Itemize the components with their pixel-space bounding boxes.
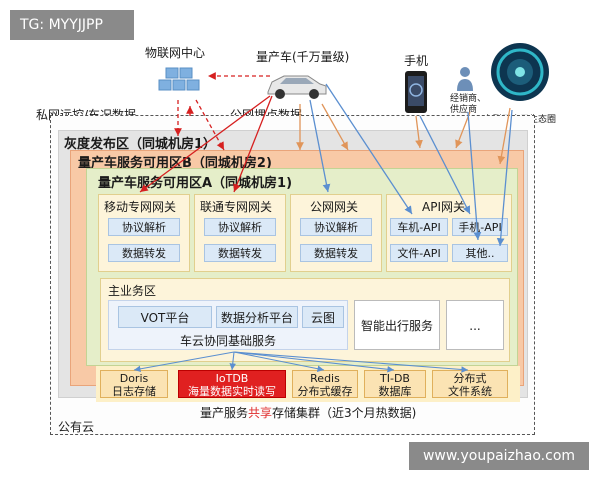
phone-label: 手机	[404, 54, 429, 68]
api-gateway-title: API网关	[422, 200, 465, 214]
zone-b-title: 量产车服务可用区B（同城机房2)	[78, 156, 272, 171]
doris-desc: 日志存储	[112, 385, 156, 398]
watermark-bottom: www.youpaizhao.com	[409, 442, 589, 470]
other-api-chip: 其他..	[452, 244, 508, 262]
ecosystem-icon	[491, 43, 549, 101]
phone-icon	[405, 71, 427, 113]
car-label: 量产车(千万量级)	[256, 50, 350, 64]
watermark-top: TG: MYYJJPP	[10, 10, 134, 40]
tidb-name: TI-DB	[380, 372, 410, 385]
redis-desc: 分布式缓存	[297, 385, 353, 398]
tidb-storage: TI-DB 数据库	[364, 370, 426, 398]
redis-name: Redis	[310, 372, 340, 385]
analysis-platform-chip: 数据分析平台	[216, 306, 298, 328]
public-gateway-title: 公网网关	[310, 200, 359, 214]
mobile-gateway-title: 移动专网网关	[104, 200, 177, 214]
smart-travel-box: 智能出行服务	[354, 300, 440, 350]
storage-cluster-label: 量产服务共享存储集群（近3个月热数据)	[200, 404, 416, 421]
unicom-parse-chip: 协议解析	[204, 218, 276, 236]
storage-cluster-highlight: 共享	[248, 406, 273, 420]
iotdb-name: IoTDB	[215, 372, 249, 385]
more-services-box: ...	[446, 300, 504, 350]
unicom-gateway-title: 联通专网网关	[200, 200, 273, 214]
dfs-desc: 文件系统	[448, 385, 492, 398]
mobile-parse-chip: 协议解析	[108, 218, 180, 236]
iot-center-icon	[158, 67, 200, 91]
gray-zone-title: 灰度发布区（同城机房1）	[64, 137, 217, 152]
iot-center-label: 物联网中心	[145, 46, 206, 60]
dfs-storage: 分布式 文件系统	[432, 370, 508, 398]
iotdb-desc: 海量数据实时读写	[188, 385, 276, 398]
cloud-image-chip: 云图	[302, 306, 344, 328]
dfs-name: 分布式	[453, 372, 487, 385]
cloud-collab-label: 车云协同基础服务	[180, 334, 277, 348]
iotdb-storage: IoTDB 海量数据实时读写	[178, 370, 286, 398]
file-api-chip: 文件-API	[390, 244, 448, 262]
car-api-chip: 车机-API	[390, 218, 448, 236]
doris-name: Doris	[119, 372, 149, 385]
dealer-icon	[457, 67, 473, 91]
storage-cluster-suffix: 存储集群（近3个月热数据)	[272, 406, 417, 420]
mobile-forward-chip: 数据转发	[108, 244, 180, 262]
unicom-forward-chip: 数据转发	[204, 244, 276, 262]
business-title: 主业务区	[108, 284, 157, 298]
vot-platform-chip: VOT平台	[118, 306, 212, 328]
dealer-label: 经销商、供应商	[450, 94, 487, 115]
public-forward-chip: 数据转发	[300, 244, 372, 262]
storage-cluster-prefix: 量产服务	[200, 406, 249, 420]
car-icon	[267, 75, 327, 99]
tidb-desc: 数据库	[378, 385, 412, 398]
redis-storage: Redis 分布式缓存	[292, 370, 358, 398]
public-cloud-label: 公有云	[58, 420, 95, 434]
public-parse-chip: 协议解析	[300, 218, 372, 236]
